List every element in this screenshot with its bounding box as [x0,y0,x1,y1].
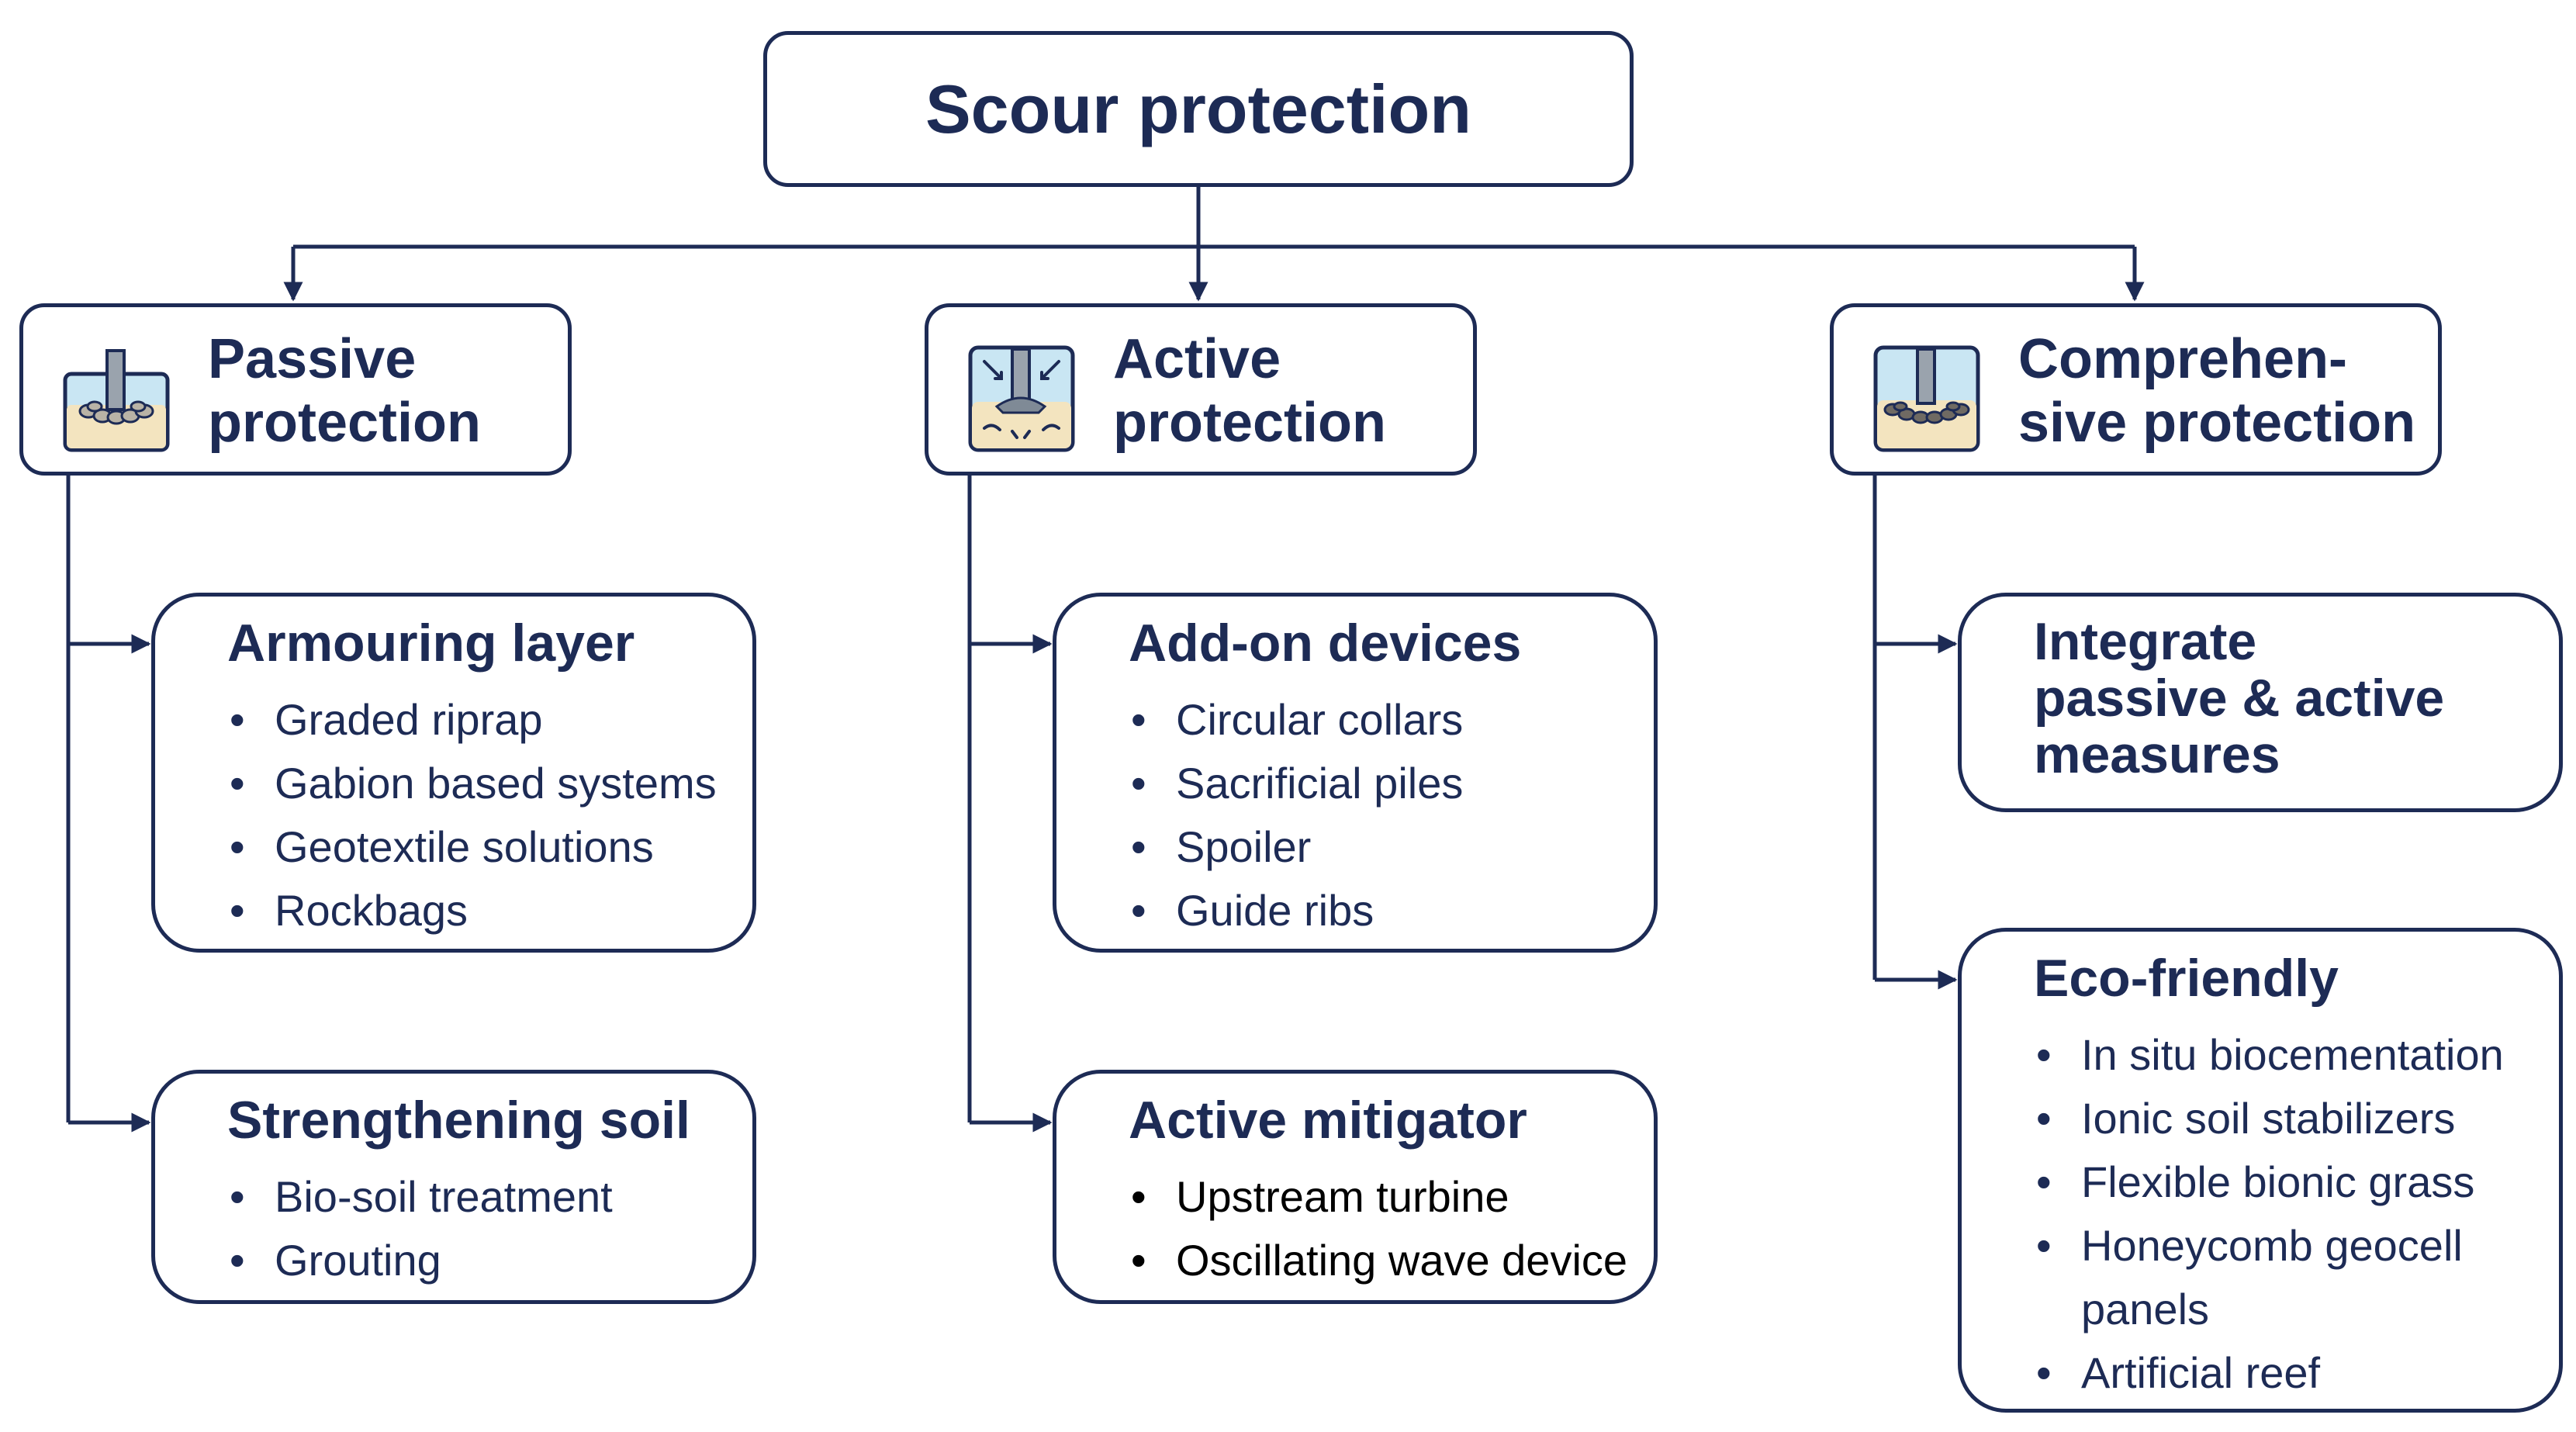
bullet-list: •Upstream turbine •Oscillating wave devi… [1129,1165,1627,1292]
category-label: Active protection [1113,328,1386,454]
category-passive: Passive protection [19,303,572,476]
sub-title: Armouring layer [227,614,635,673]
pile-with-rock-ring-icon [63,349,170,452]
list-item-continuation: panels [2081,1285,2210,1333]
sub-integrate-measures: Integrate passive & active measures [1958,593,2563,812]
sub-title: Strengthening soil [227,1091,690,1150]
sub-strengthening-soil: Strengthening soil •Bio-soil treatment •… [151,1070,756,1304]
list-item: •Flexible bionic grass [2036,1157,2475,1206]
list-item: •Grouting [230,1236,441,1285]
list-item: •Upstream turbine [1131,1172,1509,1221]
sub-title: Eco-friendly [2034,949,2339,1008]
bullet-list: •Graded riprap •Gabion based systems •Ge… [227,688,717,943]
list-item: •Graded riprap [230,695,543,744]
pile-with-flow-device-icon [968,345,1075,452]
sub-add-on-devices: Add-on devices •Circular collars •Sacrif… [1053,593,1658,953]
list-item: •Bio-soil treatment [230,1172,613,1221]
category-label: Comprehen- sive protection [2018,328,2416,454]
list-item: •Ionic soil stabilizers [2036,1094,2456,1143]
list-item: •In situ biocementation [2036,1030,2504,1079]
bullet-list: •Circular collars •Sacrificial piles •Sp… [1129,688,1463,943]
category-comprehensive: Comprehen- sive protection [1830,303,2442,476]
list-item: •Oscillating wave device [1131,1236,1628,1285]
list-item: •Gabion based systems [230,759,717,808]
category-active: Active protection [925,303,1477,476]
list-item: •Sacrificial piles [1131,759,1464,808]
sub-eco-friendly: Eco-friendly •In situ biocementation •Io… [1958,928,2563,1413]
list-item: •Circular collars [1131,695,1464,744]
category-label: Passive protection [208,328,481,454]
list-item: •Artificial reef [2036,1348,2321,1397]
sub-armouring-layer: Armouring layer •Graded riprap •Gabion b… [151,593,756,953]
list-item: •Guide ribs [1131,886,1374,935]
list-item: •Rockbags [230,886,469,935]
bullet-list: •Bio-soil treatment •Grouting [227,1165,613,1292]
sub-title: Active mitigator [1129,1091,1527,1150]
list-item: •Honeycomb geocell [2036,1221,2463,1270]
sub-active-mitigator: Active mitigator •Upstream turbine •Osci… [1053,1070,1658,1304]
root-node: Scour protection [763,31,1634,187]
root-title: Scour protection [925,70,1472,147]
sub-title: Integrate passive & active measures [2034,612,2445,784]
pile-with-mixed-protection-icon [1873,345,1980,452]
bullet-list: •In situ biocementation •Ionic soil stab… [2034,1023,2504,1405]
list-item: •Spoiler [1131,822,1312,871]
list-item: •Geotextile solutions [230,822,654,871]
sub-title: Add-on devices [1129,614,1522,673]
